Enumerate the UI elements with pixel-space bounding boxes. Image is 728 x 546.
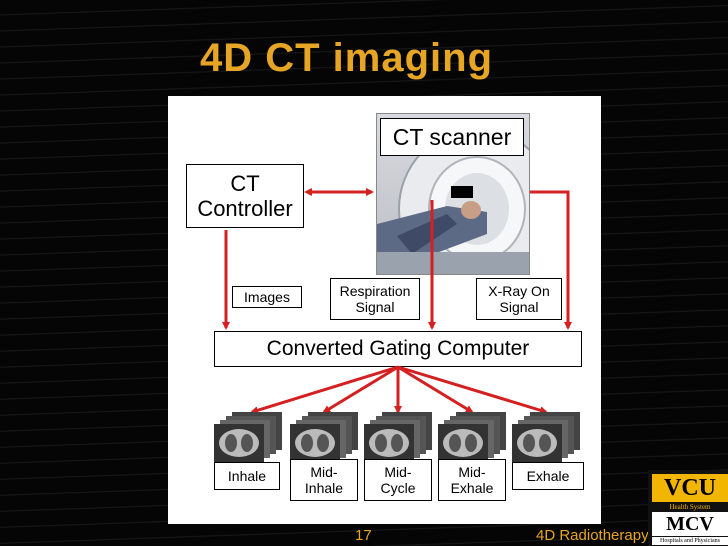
xray-on-signal-box: X-Ray On Signal	[476, 278, 562, 320]
respiration-line2: Signal	[355, 299, 395, 315]
ct-controller-box: CT Controller	[186, 164, 304, 228]
respiration-signal-box: Respiration Signal	[330, 278, 420, 320]
xray-line1: X-Ray On	[488, 282, 550, 299]
phase-box-mid-inhale: Mid- Inhale	[290, 459, 358, 501]
mcv-logo-text: MCV	[652, 512, 728, 536]
phase-exhale-line1: Exhale	[526, 467, 570, 484]
page-number: 17	[355, 527, 372, 544]
ct-controller-line2: Controller	[197, 196, 293, 221]
phase-mid-inhale-line1: Mid-	[310, 463, 338, 480]
phase-box-mid-cycle: Mid- Cycle	[364, 459, 432, 501]
phase-mid-cycle-line1: Mid-	[384, 463, 412, 480]
images-label: Images	[244, 288, 290, 305]
vcu-logo-subtitle: Health System	[669, 503, 711, 511]
phase-mid-exhale-line2: Exhale	[450, 480, 494, 496]
slide-title: 4D CT imaging	[200, 36, 494, 80]
phase-box-mid-exhale: Mid- Exhale	[438, 459, 506, 501]
respiration-line1: Respiration	[339, 282, 411, 299]
phase-mid-inhale-line2: Inhale	[304, 480, 344, 496]
mcv-logo-subtitle: Hospitals and Physicians	[652, 537, 728, 545]
ct-controller-line1: CT	[230, 170, 260, 196]
phase-mid-cycle-line2: Cycle	[380, 480, 416, 496]
phase-inhale-line1: Inhale	[227, 467, 267, 484]
vcu-mcv-logo: VCU Health System MCV Hospitals and Phys…	[648, 470, 728, 546]
images-box: Images	[232, 286, 302, 308]
vcu-logo-text: VCU	[652, 474, 728, 502]
gating-computer-box: Converted Gating Computer	[214, 331, 582, 367]
phase-box-exhale: Exhale	[512, 462, 584, 490]
phase-box-inhale: Inhale	[214, 462, 280, 490]
phase-mid-exhale-line1: Mid-	[458, 463, 486, 480]
footer-text: 4D Radiotherapy	[536, 527, 649, 544]
gating-computer-label: Converted Gating Computer	[266, 336, 530, 360]
xray-line2: Signal	[499, 299, 539, 315]
ct-scanner-label: CT scanner	[380, 118, 524, 156]
